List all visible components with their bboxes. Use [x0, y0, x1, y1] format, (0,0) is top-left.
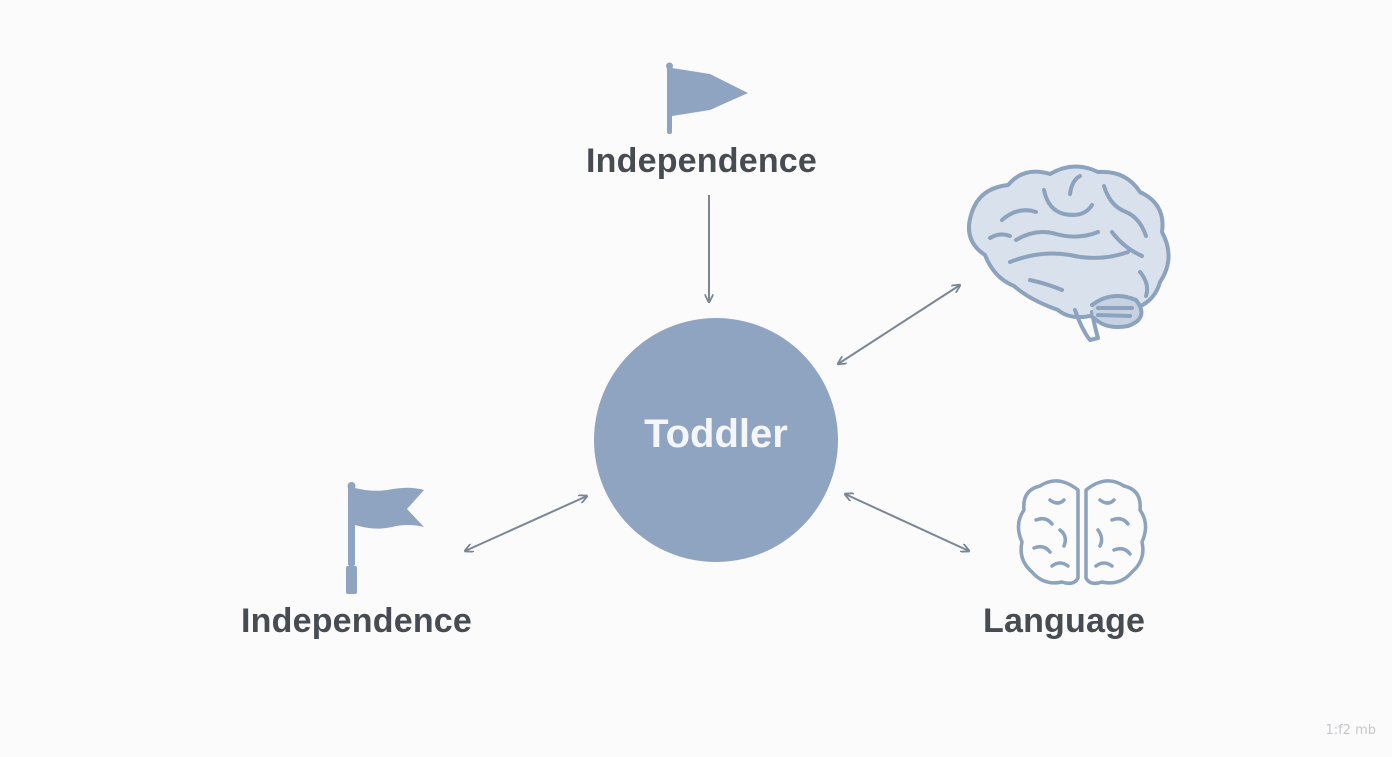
- watermark: 1:f2 mb: [1325, 723, 1376, 738]
- arrow-center-language: [845, 494, 969, 551]
- arrow-center-brain-side: [838, 285, 960, 364]
- flag-icon: [346, 482, 424, 594]
- arrow-center-independence-left: [465, 496, 587, 551]
- independence-label-left: Independence: [241, 602, 473, 640]
- language-label: Language: [983, 602, 1146, 640]
- brain-top-icon: [1016, 479, 1148, 586]
- toddler-node: [594, 318, 838, 562]
- toddler-label: Toddler: [644, 412, 788, 456]
- independence-label-top: Independence: [586, 142, 818, 180]
- flag-icon: [666, 62, 748, 134]
- brain-side-icon: [967, 164, 1171, 342]
